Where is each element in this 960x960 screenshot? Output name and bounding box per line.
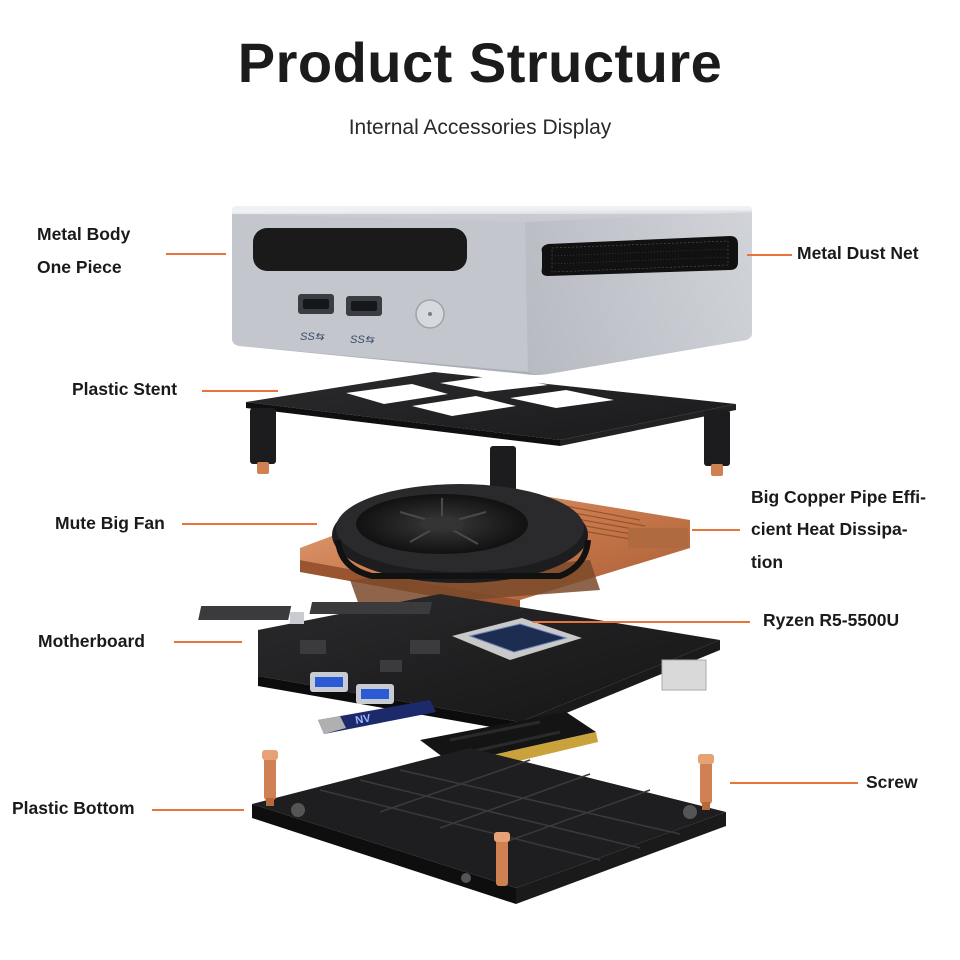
leader-ryzen bbox=[533, 621, 750, 623]
page-subtitle: Internal Accessories Display bbox=[348, 116, 612, 139]
label-metal-body-line1: Metal Body bbox=[37, 224, 131, 244]
side-dust-net bbox=[541, 236, 738, 276]
ssd: NV bbox=[318, 700, 436, 734]
leader-plastic-stent bbox=[202, 390, 278, 392]
label-copper-line1: Big Copper Pipe Effi- bbox=[751, 487, 926, 507]
screws bbox=[262, 750, 714, 886]
page-title: Product Structure bbox=[237, 31, 723, 94]
plastic-bottom bbox=[252, 748, 726, 904]
ssd-brand: NV bbox=[354, 712, 372, 727]
label-mute-big-fan: Mute Big Fan bbox=[55, 513, 165, 533]
metal-case: SS⇆ SS⇆ bbox=[232, 206, 752, 375]
leader-metal-dust-net bbox=[747, 254, 792, 256]
motherboard bbox=[198, 594, 720, 732]
screw-2 bbox=[698, 754, 714, 810]
screw-3 bbox=[494, 832, 510, 886]
screw-1 bbox=[262, 750, 278, 806]
usb-ss-logo-2: SS⇆ bbox=[350, 334, 375, 346]
leader-motherboard bbox=[174, 641, 242, 643]
label-metal-dust-net: Metal Dust Net bbox=[797, 243, 919, 263]
front-vent bbox=[253, 228, 467, 271]
label-ryzen: Ryzen R5-5500U bbox=[763, 610, 900, 630]
label-copper-line2: cient Heat Dissipa- bbox=[751, 519, 908, 539]
ryzen-cpu bbox=[452, 618, 582, 660]
label-screw: Screw bbox=[866, 772, 918, 792]
leader-mute-big-fan bbox=[182, 523, 317, 525]
leader-copper bbox=[692, 529, 740, 531]
leader-metal-body bbox=[166, 253, 226, 255]
leader-plastic-bottom bbox=[152, 809, 244, 811]
mute-big-fan bbox=[332, 484, 591, 583]
label-metal-body-line2: One Piece bbox=[37, 257, 122, 277]
leader-screw bbox=[730, 782, 858, 784]
label-motherboard: Motherboard bbox=[38, 631, 145, 651]
label-plastic-stent: Plastic Stent bbox=[72, 379, 178, 399]
usb-ss-logo-1: SS⇆ bbox=[300, 331, 325, 343]
label-copper-line3: tion bbox=[751, 552, 784, 572]
label-plastic-bottom: Plastic Bottom bbox=[12, 798, 135, 818]
